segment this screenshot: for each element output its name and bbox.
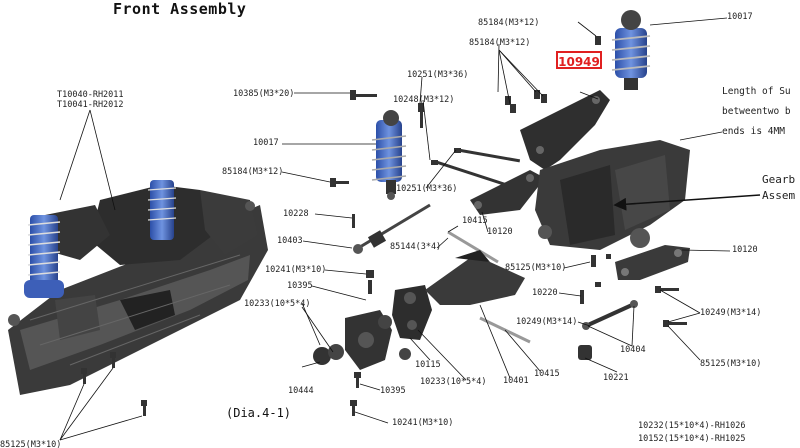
part-label: 10017 — [727, 12, 753, 22]
part-label: 85184(M3*12) — [222, 167, 284, 177]
part-label: 10221 — [603, 373, 629, 383]
part-label: 85125(M3*10) — [505, 263, 567, 273]
part-label: 10228 — [283, 209, 309, 219]
note-line-1: Length of Su — [722, 86, 791, 97]
part-label: 10395 — [380, 386, 406, 396]
part-label: 10248(M3*12) — [393, 95, 455, 105]
steering-knuckle — [392, 285, 432, 340]
shock-tower — [520, 90, 610, 170]
part-label: 10115 — [415, 360, 441, 370]
gearbox-label-2: Assem — [762, 189, 796, 202]
gearbox — [535, 140, 690, 250]
part-label: 85184(M3*12) — [478, 18, 540, 28]
page-title: Front Assembly — [113, 0, 247, 18]
part-label: 10395 — [287, 281, 313, 291]
upper-arm-right — [615, 245, 690, 280]
part-label: 10415 — [534, 369, 560, 379]
part-label: 10220 — [532, 288, 558, 298]
gearbox-label-1: Gearb — [762, 173, 796, 186]
gearbox-arrow — [613, 194, 761, 211]
drive-shaft — [353, 203, 431, 254]
part-label: 10241(M3*10) — [265, 265, 327, 275]
assembled-front-chassis — [8, 180, 268, 395]
note-line-3: ends is 4MM — [722, 126, 785, 137]
lower-arm — [425, 250, 525, 305]
part-label: 85184(M3*12) — [469, 38, 531, 48]
part-label: 10241(M3*10) — [392, 418, 454, 428]
part-label: 10385(M3*20) — [233, 89, 295, 99]
note-line-2: betweentwo b — [722, 106, 791, 117]
part-label: 85144(3*4) — [390, 242, 442, 252]
part-label: 10403 — [277, 236, 303, 246]
shock-absorber-center — [371, 110, 407, 200]
part-label: 10251(M3*36) — [396, 184, 458, 194]
part-label: 85125(M3*10) — [0, 440, 62, 448]
exploded-parts — [81, 10, 690, 416]
part-label: 10415 — [462, 216, 488, 226]
part-label: T10040-RH2011 — [57, 90, 124, 100]
part-label: 10233(10*5*4) — [420, 377, 487, 387]
upper-arm-left — [470, 170, 545, 215]
part-label: 85125(M3*10) — [700, 359, 762, 369]
part-label: 10120 — [732, 245, 758, 255]
part-label: 10251(M3*36) — [407, 70, 469, 80]
diagram-caption: (Dia.4-1) — [226, 406, 292, 420]
part-label: 10249(M3*14) — [700, 308, 762, 318]
part-label: 10444 — [288, 386, 314, 396]
part-label: 10017 — [253, 138, 279, 148]
part-label: 10249(M3*14) — [516, 317, 578, 327]
part-label: T10041-RH2012 — [57, 100, 124, 110]
part-label: 10233(10*5*4) — [244, 299, 311, 309]
part-label: 10404 — [620, 345, 646, 355]
part-label: 10232(15*10*4)-RH1026 — [638, 421, 746, 431]
part-label: 10152(15*10*4)-RH1025 — [638, 434, 746, 444]
leader-lines — [59, 17, 731, 441]
part-callout-box: 10949 — [556, 51, 602, 69]
turnbuckle — [582, 300, 638, 330]
part-label: 10120 — [487, 227, 513, 237]
shock-absorber-right — [611, 10, 651, 90]
part-label: 10401 — [503, 376, 529, 386]
